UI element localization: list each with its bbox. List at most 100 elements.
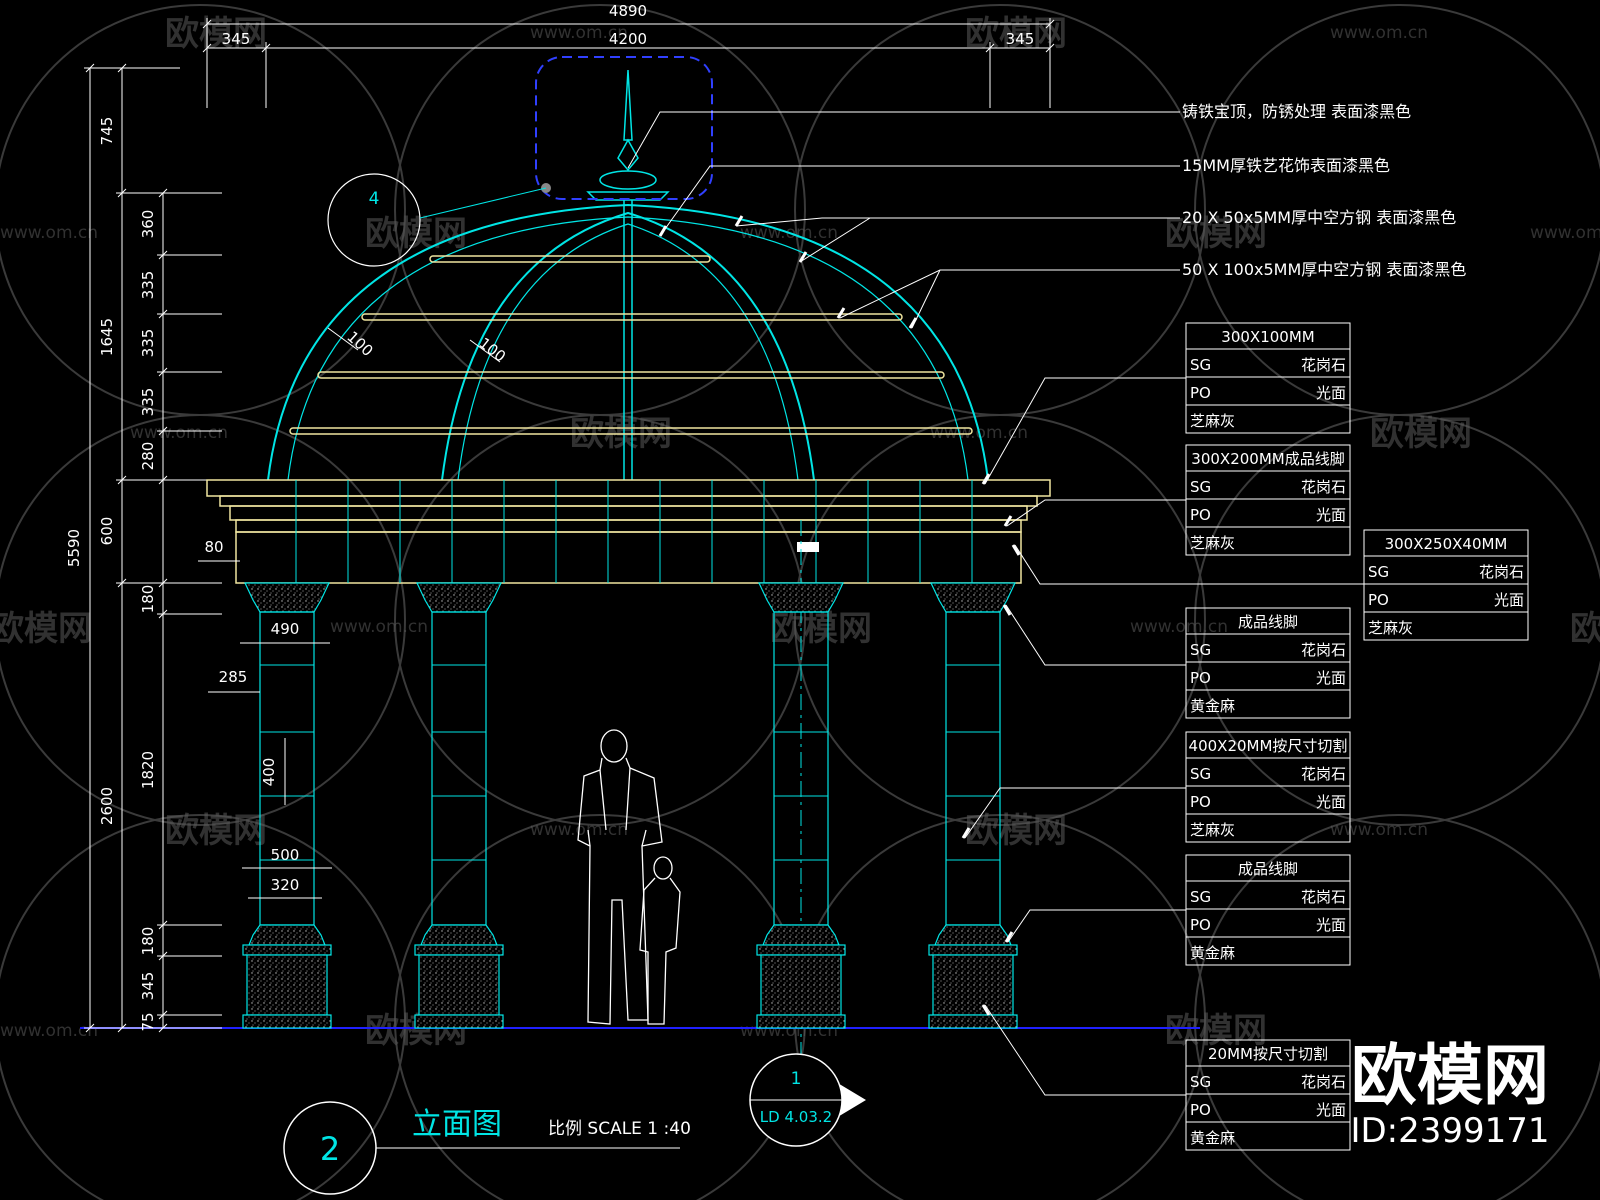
table-color: 芝麻灰 [1190, 534, 1235, 552]
table-value: 光面 [1316, 384, 1346, 402]
dome [267, 200, 989, 481]
detail-ref-leader [419, 187, 547, 219]
finial-selection [535, 56, 713, 200]
table-title: 400X20MM按尺寸切割 [1189, 737, 1348, 755]
table-code: PO [1190, 506, 1211, 524]
material-table-6: 成品线脚 SG 花岗石 PO 光面 黄金麻 [1185, 854, 1351, 966]
table-value: 花岗石 [1301, 478, 1346, 496]
dim-column-height: 2600 [98, 787, 116, 825]
column-dimensions [198, 560, 332, 899]
table-code: PO [1190, 384, 1211, 402]
entablature [206, 479, 1051, 584]
leader-ticks [658, 215, 1021, 1016]
dim-column-span: 4200 [609, 30, 647, 48]
dim-overhang-right: 345 [1006, 30, 1035, 48]
watermark-brand: 欧模网 [1165, 1011, 1267, 1051]
dim-ring-4: 335 [139, 388, 157, 417]
table-color: 芝麻灰 [1190, 821, 1235, 839]
watermark-url: www.om.cn [330, 617, 428, 637]
table-code: SG [1190, 1073, 1211, 1091]
table-value: 花岗石 [1301, 888, 1346, 906]
table-value: 花岗石 [1301, 356, 1346, 374]
watermark-brand: 欧模网 [1570, 609, 1600, 649]
dome-rings [289, 255, 973, 435]
table-code: SG [1368, 563, 1389, 581]
table-value: 光面 [1316, 1101, 1346, 1119]
drawing-number: 2 [320, 1130, 340, 1168]
material-table-2: 300X200MM成品线脚 SG 花岗石 PO 光面 芝麻灰 [1185, 444, 1351, 556]
watermark-brand: 欧模网 [965, 811, 1067, 851]
note-large-steel: 50 X 100x5MM厚中空方钢 表面漆黑色 [1182, 260, 1466, 279]
watermark-brand: 欧模网 [1165, 214, 1267, 254]
dim-ring-2: 335 [139, 271, 157, 300]
table-color: 芝麻灰 [1190, 412, 1235, 430]
dim-dome-height: 1645 [98, 318, 116, 356]
finial [586, 69, 670, 201]
table-value: 花岗石 [1479, 563, 1524, 581]
table-value: 花岗石 [1301, 1073, 1346, 1091]
table-value: 光面 [1494, 591, 1524, 609]
material-table-5: 400X20MM按尺寸切割 SG 花岗石 PO 光面 芝麻灰 [1185, 731, 1351, 843]
material-table-3: 300X250X40MM SG 花岗石 PO 光面 芝麻灰 [1363, 529, 1529, 641]
watermark-url: www.om.cn [1530, 223, 1600, 243]
watermark-brand: 欧模网 [165, 14, 267, 54]
table-title: 成品线脚 [1238, 860, 1298, 878]
column-2 [414, 582, 504, 1029]
watermark-url: www.om.cn [530, 23, 628, 43]
watermark-id: ID:2399171 [1350, 1111, 1549, 1151]
table-value: 光面 [1316, 506, 1346, 524]
dim-finial-height: 745 [98, 117, 116, 146]
leader-lines [627, 111, 1364, 1096]
dim-shaft-offset: 285 [219, 668, 248, 686]
entablature-joints [295, 480, 973, 583]
table-title: 300X250X40MM [1385, 535, 1508, 553]
dim-ring-5: 280 [139, 442, 157, 471]
dim-shaft: 1820 [139, 751, 157, 789]
table-code: SG [1190, 888, 1211, 906]
section-callout-sheet: LD 4.03.2 [760, 1108, 832, 1126]
watermark-url: www.om.cn [1330, 820, 1428, 840]
watermark-brand: 欧模网 [1370, 414, 1472, 454]
table-code: SG [1190, 765, 1211, 783]
note-ironwork: 15MM厚铁艺花饰表面漆黑色 [1182, 156, 1390, 175]
table-color: 黄金麻 [1190, 697, 1235, 715]
dim-overhang-left: 345 [222, 30, 251, 48]
watermark-brand: 欧模网 [770, 609, 872, 649]
top-dimensions [202, 18, 1055, 108]
dim-capital: 180 [139, 585, 157, 614]
table-value: 光面 [1316, 669, 1346, 687]
table-code: SG [1190, 641, 1211, 659]
watermark-url: www.om.cn [0, 1021, 98, 1041]
person-adult [577, 729, 663, 1025]
watermark-url: www.om.cn [130, 423, 228, 443]
person-child [639, 856, 681, 1025]
watermark-brand: 欧模网 [165, 811, 267, 851]
dim-capital-width: 490 [271, 620, 300, 638]
watermark-url: www.om.cn [1330, 23, 1428, 43]
column-1 [242, 582, 332, 1029]
table-title: 300X100MM [1221, 328, 1314, 346]
dim-plinth-width: 500 [271, 846, 300, 864]
table-color: 黄金麻 [1190, 1129, 1235, 1147]
dim-ring-1: 360 [139, 210, 157, 239]
table-value: 花岗石 [1301, 641, 1346, 659]
dim-plinth: 345 [139, 972, 157, 1001]
material-table-4: 成品线脚 SG 花岗石 PO 光面 黄金麻 [1185, 607, 1351, 719]
detail-ref-bubble [327, 173, 421, 267]
column-3 [756, 582, 846, 1029]
section-callout [749, 1053, 866, 1147]
section-callout-number: 1 [791, 1069, 802, 1089]
left-dimensions [84, 63, 222, 1033]
note-finial: 铸铁宝顶，防锈处理 表面漆黑色 [1182, 102, 1411, 121]
watermark-url: www.om.cn [1130, 617, 1228, 637]
drawing-scale: 比例 SCALE 1 :40 [548, 1119, 691, 1139]
table-code: PO [1190, 916, 1211, 934]
table-value: 光面 [1316, 916, 1346, 934]
watermark-url: www.om.cn [0, 223, 98, 243]
column-4 [928, 582, 1018, 1029]
dim-cornice-step: 80 [204, 538, 223, 556]
table-code: PO [1190, 793, 1211, 811]
table-code: SG [1190, 478, 1211, 496]
dim-base-moulding: 180 [139, 927, 157, 956]
